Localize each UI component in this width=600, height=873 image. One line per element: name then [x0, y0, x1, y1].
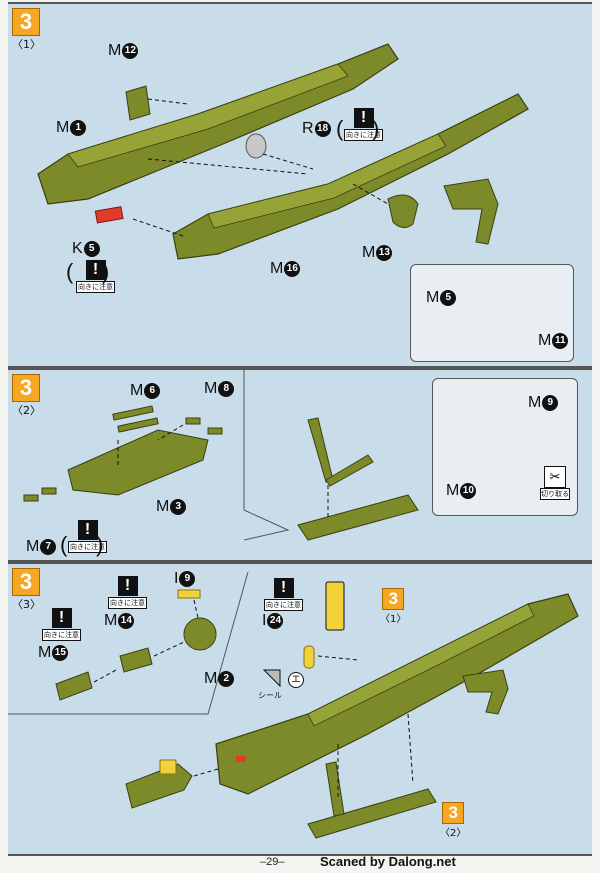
step-sub-label: 〈1〉	[12, 38, 41, 51]
step-number-badge: 3	[12, 8, 40, 36]
nippers-icon: ✂	[544, 466, 566, 488]
step-number-badge: 3	[12, 568, 40, 596]
paren-open: (	[66, 259, 74, 284]
part-m14	[119, 647, 153, 673]
part-i9	[177, 589, 201, 599]
sticker-id-badge: エ	[288, 672, 304, 688]
part-k5	[94, 206, 124, 224]
assembled-red-part	[236, 756, 246, 762]
step-3-3-panel: 3 〈3〉	[8, 562, 592, 856]
part-m8-peg	[207, 427, 223, 435]
cut-gate-indicator: ✂ 切り取る	[540, 466, 570, 500]
sticker-icon	[262, 669, 281, 688]
caution-orientation-icon: !向きに注意	[42, 608, 81, 641]
part-m12	[125, 85, 151, 121]
sticker-caption: シール	[258, 691, 282, 700]
part-i24-small	[303, 645, 315, 669]
caution-orientation-icon: !向きに注意	[264, 578, 303, 611]
step-sub-label: 〈2〉	[12, 404, 41, 417]
paren-open: (	[60, 532, 68, 557]
part-grip	[443, 178, 499, 245]
step-3-1-illustration	[37, 43, 549, 349]
paren-close: )	[102, 259, 110, 284]
detail-inset	[410, 264, 574, 362]
assembled-launcher-top	[307, 603, 535, 727]
step-3-3-illustration	[8, 571, 579, 839]
assembled-barrel	[125, 763, 193, 809]
part-m13	[387, 194, 419, 228]
part-m2	[183, 617, 217, 651]
caution-orientation-icon: !向きに注意	[76, 260, 115, 293]
page-footer: –29– Scaned by Dalong.net	[0, 854, 600, 872]
part-i24-enlarged	[325, 581, 345, 631]
assembled-stand-arm	[325, 761, 345, 817]
part-m8-peg	[185, 417, 201, 425]
part-m7-peg	[41, 487, 57, 495]
assembled-stand-arm	[307, 417, 334, 483]
page-number: –29–	[260, 856, 285, 868]
assembled-stand-arm	[325, 454, 374, 487]
part-m16-rail-top	[207, 133, 447, 229]
scan-credit: Scaned by Dalong.net	[320, 854, 456, 869]
assembled-launcher-grip	[462, 669, 509, 715]
ref-step-3-1: 3〈1〉	[380, 588, 407, 625]
assembled-barrel-clear	[159, 759, 177, 775]
step-number-badge: 3	[12, 374, 40, 402]
paren-open: (	[336, 116, 344, 141]
part-m3-frame	[67, 429, 209, 496]
ref-step-3-2: 3〈2〉	[440, 802, 467, 839]
part-m15	[55, 671, 93, 701]
caution-orientation-icon: !向きに注意	[108, 576, 147, 609]
caution-orientation-icon: !向きに注意	[344, 108, 383, 141]
paren-close: )	[96, 532, 104, 557]
paren-close: )	[372, 116, 380, 141]
part-r18	[245, 133, 267, 159]
part-m6-rod	[117, 417, 159, 433]
assembled-stand	[307, 788, 437, 839]
step-sub-label: 〈3〉	[12, 598, 41, 611]
part-m7-peg	[23, 494, 39, 502]
assembled-stand-base	[297, 494, 419, 541]
part-m1-rail-top	[67, 63, 349, 168]
caution-orientation-icon: !向きに注意	[68, 520, 107, 553]
part-m6-rod	[112, 405, 154, 421]
